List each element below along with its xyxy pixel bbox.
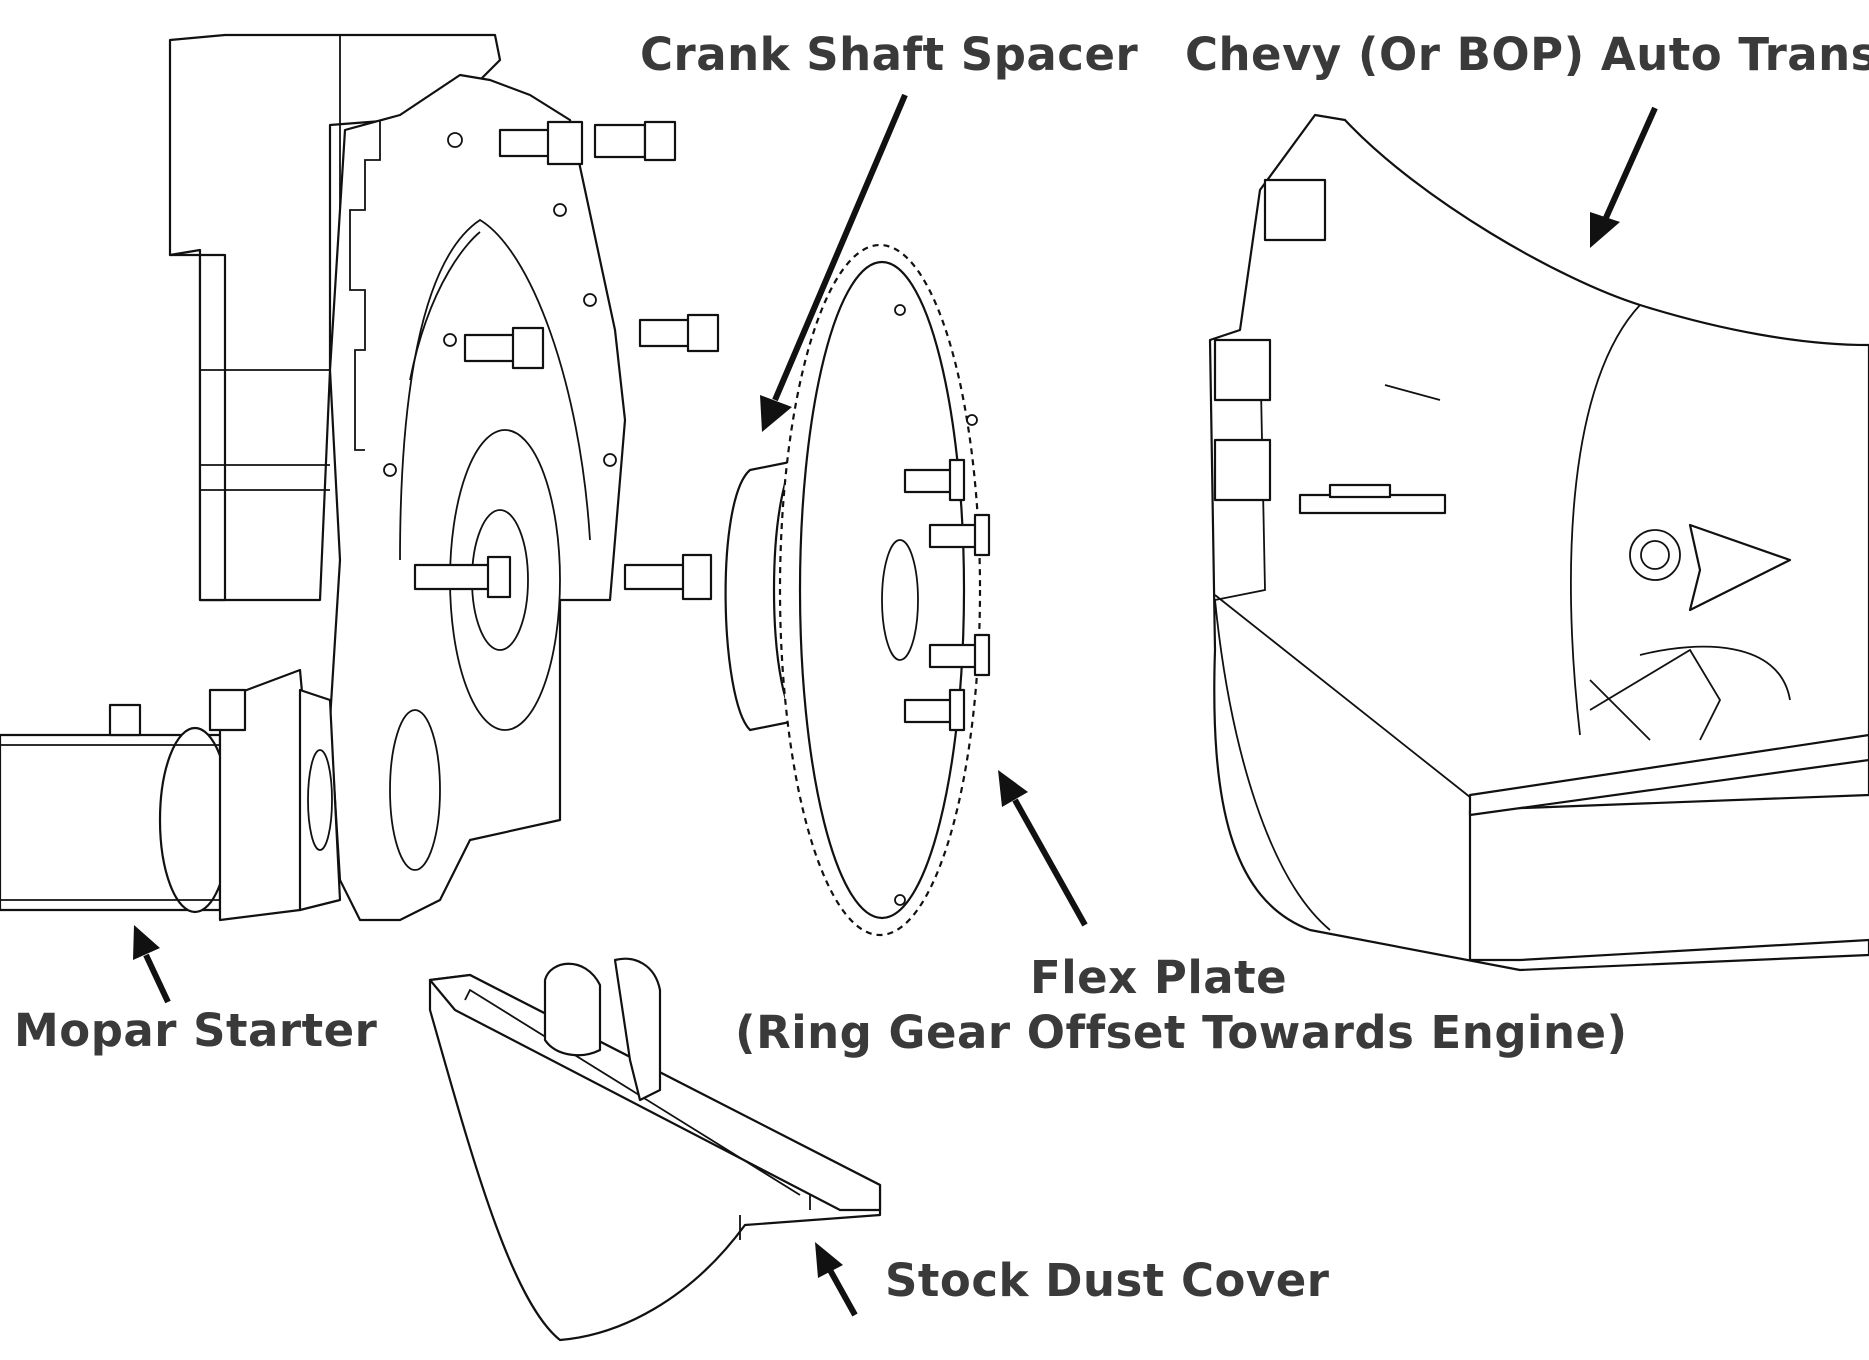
label-crank-shaft-spacer: Crank Shaft Spacer — [640, 28, 1139, 81]
engine-block — [168, 33, 502, 602]
mopar-starter — [0, 668, 342, 922]
label-flex-plate: Flex Plate — [1030, 951, 1288, 1004]
label-flex-plate-note: (Ring Gear Offset Towards Engine) — [735, 1006, 1628, 1059]
flex-plate — [778, 243, 991, 937]
chevy-auto-trans — [1208, 113, 1869, 972]
label-chevy-auto-trans: Chevy (Or BOP) Auto Trans — [1185, 28, 1869, 81]
mounting-bolts — [413, 120, 720, 601]
arrow-stock-dust-cover — [815, 1242, 858, 1317]
label-stock-dust-cover: Stock Dust Cover — [885, 1254, 1330, 1307]
arrow-crank-shaft-spacer — [760, 93, 908, 432]
adapter-plate — [328, 73, 627, 922]
arrow-mopar-starter — [133, 925, 171, 1004]
arrow-chevy-auto-trans — [1590, 106, 1658, 248]
stock-dust-cover — [428, 957, 882, 1342]
label-mopar-starter: Mopar Starter — [14, 1004, 378, 1057]
arrow-flex-plate — [998, 770, 1088, 927]
